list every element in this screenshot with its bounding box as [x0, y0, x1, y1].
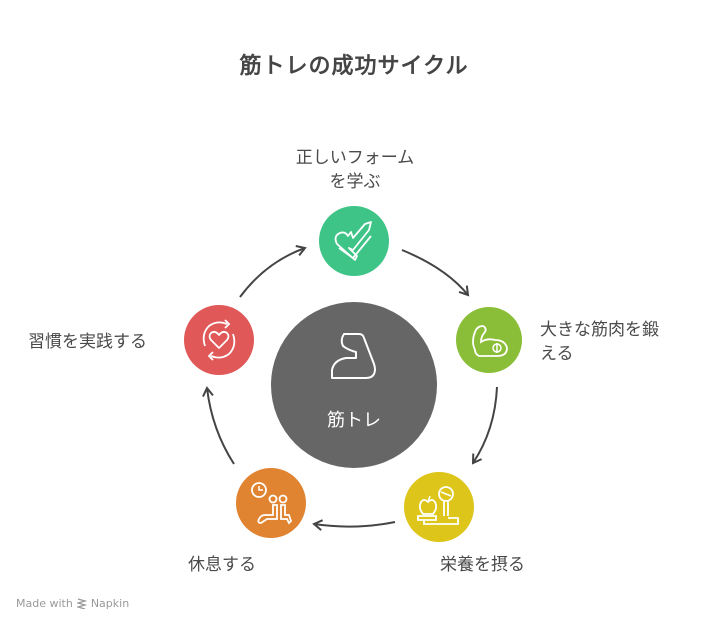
- step-label-nutrition: 栄養を摂る: [440, 555, 525, 575]
- step-node-form: [319, 206, 389, 276]
- heart-cycle-icon: [202, 319, 236, 361]
- rest-clock-icon: [251, 482, 293, 525]
- step-label-habit: 習慣を実践する: [28, 332, 147, 352]
- step-node-habit: [184, 305, 254, 375]
- arrow-muscle-to-nutrition: [471, 386, 498, 465]
- step-label-muscle: 大きな筋肉を鍛 える: [540, 320, 659, 364]
- flexed-arm-icon: [331, 333, 376, 379]
- arrow-nutrition-to-rest: [312, 519, 396, 531]
- footer-prefix: Made with: [16, 597, 73, 610]
- heart-check-icon: [334, 221, 372, 261]
- footer-brand: Napkin: [90, 597, 130, 610]
- napkin-logo-icon: [76, 598, 87, 609]
- step-node-rest: [236, 468, 306, 538]
- arrow-rest-to-habit: [202, 386, 235, 465]
- arrow-form-to-muscle: [401, 249, 470, 297]
- center-label: 筋トレ: [327, 410, 381, 431]
- arrow-habit-to-form: [239, 245, 307, 298]
- scale-apple-icon: [417, 486, 459, 525]
- center-node: 筋トレ: [271, 302, 437, 468]
- napkin-watermark: Made with Napkin: [16, 597, 129, 610]
- step-node-muscle: [456, 307, 522, 373]
- step-label-rest: 休息する: [188, 555, 256, 575]
- step-node-nutrition: [404, 472, 474, 542]
- step-label-form: 正しいフォーム を学ぶ: [295, 148, 415, 192]
- bicep-icon: [472, 325, 508, 357]
- diagram-title: 筋トレの成功サイクル: [239, 54, 469, 79]
